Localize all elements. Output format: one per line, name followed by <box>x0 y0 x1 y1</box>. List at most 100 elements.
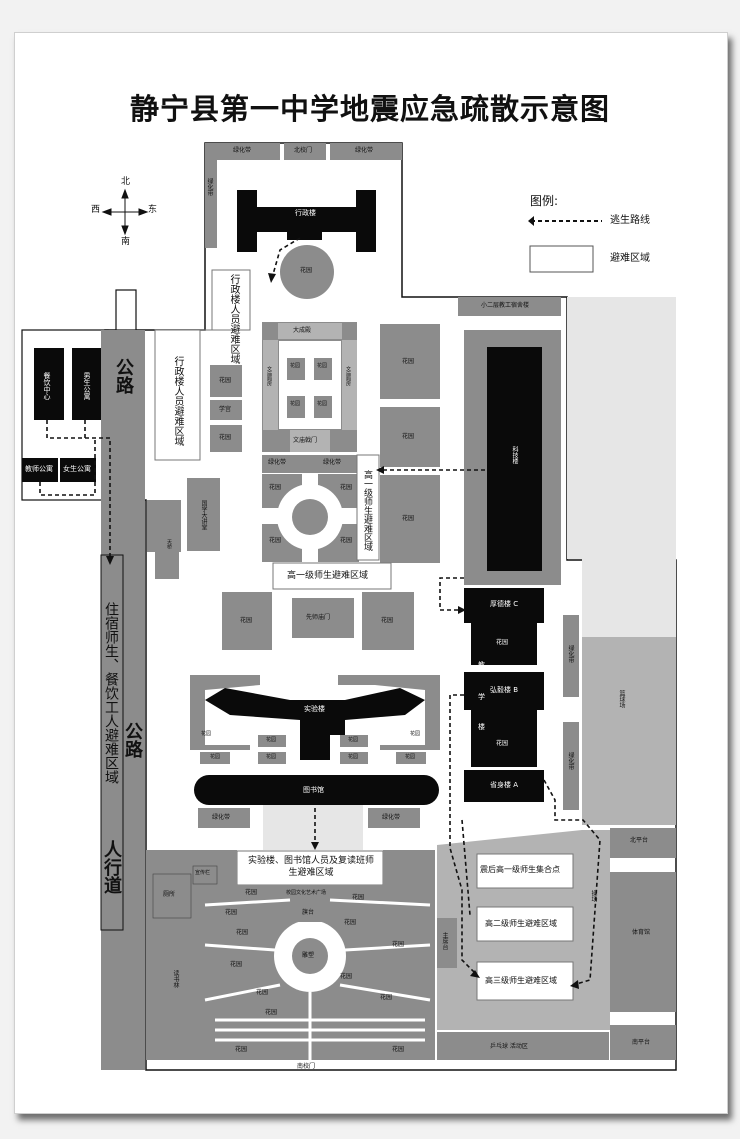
label-dorm-shelter-zone: 住宿师生、餐饮工人避难区域 <box>103 602 119 784</box>
library-building <box>194 775 439 805</box>
label-teacher-apartment: 教师公寓 <box>25 465 53 473</box>
label-right-garden-3: 花园 <box>402 515 415 522</box>
center-greenbelt <box>262 455 359 473</box>
lab-left-wing-bg <box>190 675 260 750</box>
label-lab-shelter-zone: 实验楼、图书馆人员及复读班师生避难区域 <box>247 856 374 878</box>
ping-pong-area <box>437 1032 609 1060</box>
label-staff-dorm: 小二层教工宿舍楼 <box>481 302 530 309</box>
label-plaza-garden-5: 花园 <box>256 989 269 996</box>
label-plaza-garden-11: 花园 <box>340 973 353 980</box>
label-plaza-garden-12: 花园 <box>380 994 393 1001</box>
label-teaching-block-3: 楼 <box>478 723 485 731</box>
north-gate-block <box>284 143 326 160</box>
label-lab-garden-1: 花园 <box>266 737 277 743</box>
east-greenbelt-2 <box>563 722 579 810</box>
label-lab-building: 实验楼 <box>304 705 325 713</box>
label-left-garden-2: 花园 <box>219 434 232 441</box>
legend-route-label: 逃生路线 <box>610 215 650 226</box>
label-temple-garden-1: 花园 <box>290 363 301 369</box>
shelter-g3-zone <box>476 961 574 1001</box>
male-dorm-building <box>72 348 102 420</box>
north-greenbelt-left <box>205 143 280 160</box>
label-flag-platform: 旗台 <box>302 909 315 916</box>
label-admin-shelter-2: 行政楼人员避难区域 <box>172 356 183 446</box>
label-culture-plaza: 校园文化艺术广场 <box>286 890 327 896</box>
label-tech-building: 科技楼 <box>511 446 518 464</box>
label-admin-shelter-1: 行政楼人员避难区域 <box>228 274 239 364</box>
label-road-north: 公路 <box>113 358 134 394</box>
label-plaza-garden-3: 花园 <box>236 929 249 936</box>
temple-gate <box>290 430 330 452</box>
label-basketball-court: 篮球场 <box>618 690 625 708</box>
label-lab-garden-2: 花园 <box>266 754 277 760</box>
compass-north: 北 <box>121 177 131 187</box>
shelter-g1-zone <box>356 454 380 561</box>
east-upper-court <box>582 297 676 637</box>
label-notice-board: 宣传栏 <box>195 870 211 876</box>
label-great-hall: 大成殿 <box>293 327 312 334</box>
label-right-garden-2: 花园 <box>402 433 415 440</box>
label-gym: 体育馆 <box>632 929 651 936</box>
label-center-garden-4: 花园 <box>340 537 353 544</box>
label-center-greenbelt-1: 绿化带 <box>268 459 287 466</box>
assembly-point-zone <box>476 853 574 889</box>
canteen-building <box>34 348 64 420</box>
lab-shelter-zone <box>236 850 384 886</box>
label-sidewalk: 人行道 <box>101 840 122 894</box>
shelter-g1-zone-bottom <box>272 562 392 590</box>
north-greenbelt-right <box>330 143 402 160</box>
label-east-greenbelt-2: 绿化带 <box>567 752 574 770</box>
roundabout-center-top <box>292 499 328 535</box>
label-center-greenbelt-2: 绿化带 <box>323 459 342 466</box>
label-lab-garden-4: 花园 <box>348 754 359 760</box>
label-admin-building: 行政楼 <box>295 209 316 217</box>
lab-building <box>205 688 425 760</box>
admin-garden <box>280 245 334 299</box>
lab-garden-2 <box>258 752 286 764</box>
label-east-greenbelt-1: 绿化带 <box>567 645 574 663</box>
temple-garden-2 <box>314 358 332 380</box>
right-garden-3 <box>380 475 440 563</box>
staff-dorm-building <box>458 297 561 316</box>
label-assembly-point: 震后高一级师生集合点 <box>480 865 560 874</box>
label-garden-row-1: 花园 <box>240 617 253 624</box>
label-rostrum: 主席台 <box>441 932 448 950</box>
label-plaza-garden-2: 花园 <box>225 909 238 916</box>
label-plaza-garden-13: 花园 <box>392 1046 405 1053</box>
label-teaching-block-2: 学 <box>478 693 485 701</box>
label-lab-garden-6: 花园 <box>405 754 416 760</box>
master-gate <box>292 598 354 638</box>
building-b <box>464 672 544 710</box>
label-canteen: 餐饮中心 <box>43 372 51 400</box>
label-north-platform: 北平台 <box>630 837 649 844</box>
right-garden-1 <box>380 324 440 399</box>
skybridge-inner <box>155 527 179 579</box>
compass-rose <box>101 188 149 236</box>
label-sports-field: 操场 <box>590 890 597 902</box>
right-garden-2 <box>380 407 440 467</box>
label-center-garden-1: 花园 <box>269 484 282 491</box>
label-lab-garden-3: 花园 <box>348 737 359 743</box>
lab-garden-5 <box>200 752 230 764</box>
great-hall <box>278 323 342 339</box>
label-building-a: 省身楼 A <box>490 781 519 789</box>
compass-west: 西 <box>91 205 101 215</box>
garden-row-2 <box>362 592 414 650</box>
greenbelt-library-left <box>198 808 250 828</box>
label-north-gate: 北校门 <box>294 147 313 154</box>
map-title: 静宁县第一中学地震应急疏散示意图 <box>129 92 610 126</box>
lab-garden-3 <box>340 735 368 747</box>
escape-arrowheads <box>106 273 579 989</box>
admin-shelter-zone <box>154 269 251 461</box>
label-shelter-g1-vertical: 高一级师生避难区域 <box>362 470 372 551</box>
label-temple-garden-4: 花园 <box>317 401 328 407</box>
building-c <box>464 588 544 623</box>
legend-shelter-label: 避难区域 <box>610 253 650 264</box>
label-ping-pong-area: 乒乓球 活动区 <box>490 1043 528 1050</box>
label-plaza-garden-8: 花园 <box>352 894 365 901</box>
female-dorm-building <box>60 458 96 482</box>
label-library-greenbelt-l: 绿化带 <box>212 814 231 821</box>
flag-platform <box>294 904 326 922</box>
label-garden-b: 花园 <box>496 740 509 747</box>
